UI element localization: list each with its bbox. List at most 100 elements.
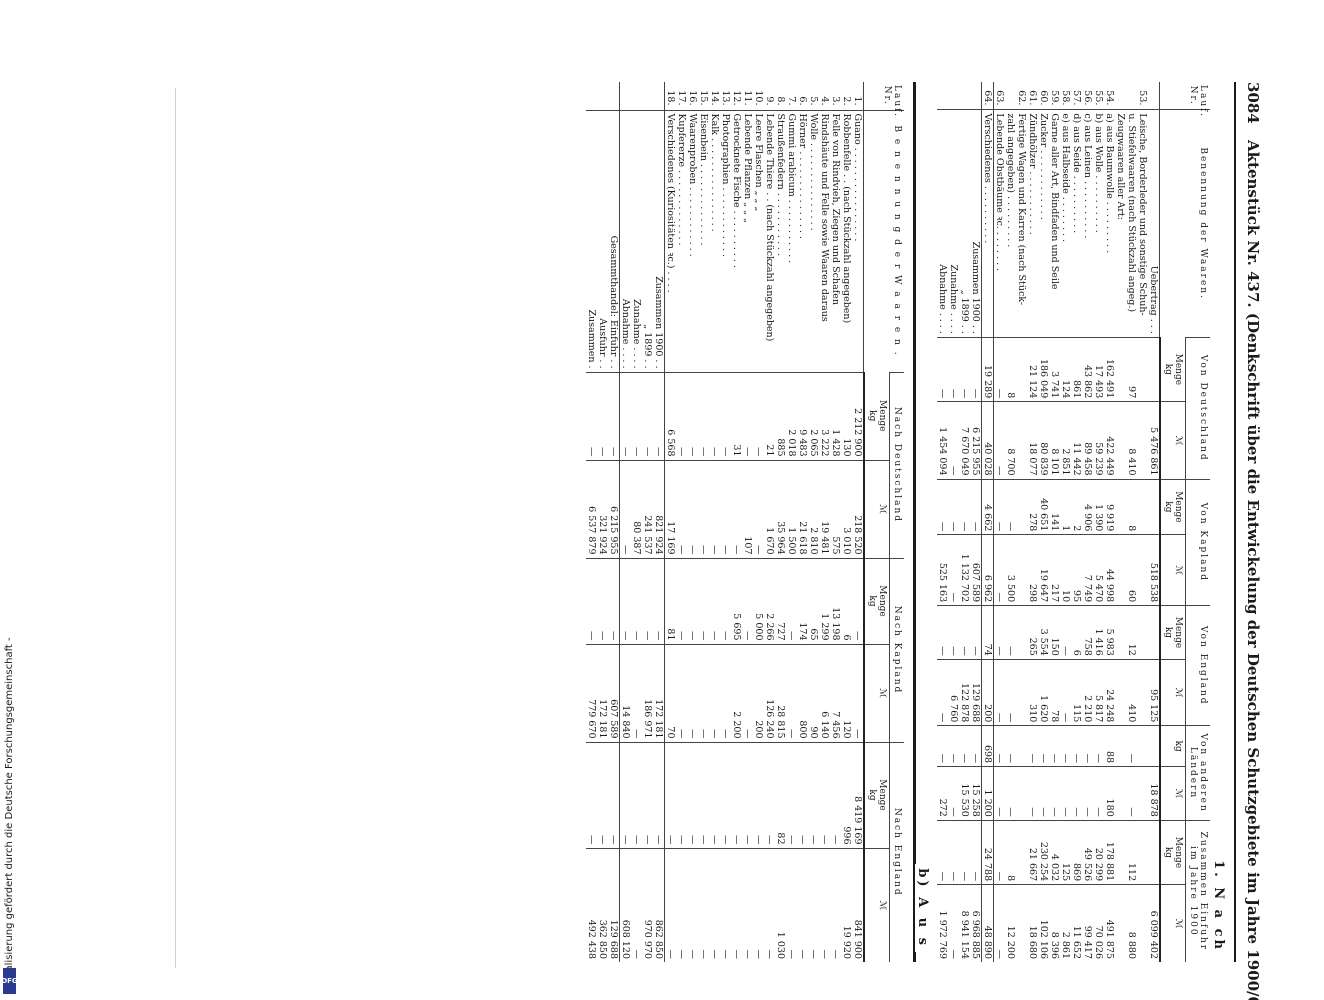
row-value-cell: —	[753, 848, 764, 962]
row-value-cell: 1 620	[1038, 659, 1049, 726]
row-value-cell: —	[948, 534, 959, 606]
row-value-cell: 74	[981, 605, 994, 660]
col-header-mark: ℳ	[864, 848, 890, 962]
table-row: 5.Wolle . . . . . . . . . . . . . . .2 0…	[808, 82, 819, 962]
col-header-mark: ℳ	[1160, 884, 1186, 962]
row-item-name: c) aus Leinen . . . . . . . . . .	[1082, 109, 1093, 338]
row-value-cell: 11 442	[1071, 401, 1082, 480]
table-row: 7.Gummi arabicum . . . . . . . . . . .2 …	[786, 82, 797, 962]
row-value-cell: —	[948, 725, 959, 767]
row-value-cell: 129 688	[970, 659, 982, 726]
row-value-cell: 885	[775, 372, 786, 460]
row-value-cell: 35 964	[775, 460, 786, 558]
row-value-cell: 17 169	[664, 460, 676, 558]
row-value-cell	[1148, 725, 1160, 767]
row-value-cell: 9 919	[1104, 479, 1115, 535]
row-value-cell: —	[1082, 766, 1093, 821]
row-value-cell: 28 815	[775, 644, 786, 742]
row-value-cell: —	[742, 848, 753, 962]
row-number: 62.	[1016, 90, 1027, 106]
row-value-cell: 1 132 702	[959, 534, 970, 606]
row-item-name: Zündhölzer . . . . . . . . . . .	[1027, 109, 1038, 338]
row-value-cell: 125	[1060, 820, 1071, 885]
row-value-cell: —	[808, 848, 819, 962]
col-group-nach-kapland: Nach Kapland	[889, 558, 904, 742]
row-value-cell: 17 493	[1093, 337, 1104, 402]
row-number: 15.	[698, 90, 709, 106]
row-value-cell: —	[597, 742, 608, 848]
row-value-cell: 18 878	[1148, 766, 1160, 821]
row-value-cell: 492 438	[586, 848, 597, 962]
row-item-name: Fertige Wagen und Karren (nach Stück-	[1016, 109, 1027, 338]
row-number: 54.	[1104, 90, 1115, 106]
row-value-cell: 869	[1071, 820, 1082, 885]
table-row: 16.Waarenproben . . . . . . . . . . . .—…	[687, 82, 698, 962]
row-value-cell: —	[687, 372, 698, 460]
row-value-cell: 8	[1005, 337, 1016, 402]
row-value-cell: 178 881	[1104, 820, 1115, 885]
row-value-cell: —	[698, 644, 709, 742]
row-value-cell: —	[586, 742, 597, 848]
row-value-cell: —	[970, 820, 982, 885]
row-value-cell: 6 568	[664, 372, 676, 460]
row-value-cell: 21 667	[1027, 820, 1038, 885]
row-value-cell: —	[653, 372, 665, 460]
row-value-cell: —	[698, 558, 709, 644]
row-value-cell	[1016, 725, 1027, 767]
row-value-cell: —	[753, 742, 764, 848]
row-value-cell: 95 125	[1148, 659, 1160, 726]
row-number: 57.	[1071, 90, 1082, 106]
row-value-cell: 1 500	[786, 460, 797, 558]
row-value-cell: —	[993, 401, 1005, 480]
row-value-cell: —	[698, 848, 709, 962]
row-number: 13.	[720, 90, 731, 106]
row-value-cell: 1	[1060, 479, 1071, 535]
row-value-cell: —	[970, 725, 982, 767]
row-value-cell: 186 971	[642, 644, 653, 742]
row-value-cell: 4 662	[981, 479, 994, 535]
row-value-cell: —	[698, 372, 709, 460]
row-value-cell: 422 449	[1104, 401, 1115, 480]
row-value-cell: —	[959, 605, 970, 660]
table-row: Abnahme . . . .—1 454 094—525 163———272—…	[937, 82, 948, 962]
table-row: Abnahme . . . .———14 840—608 120	[619, 82, 631, 962]
row-value-cell: —	[687, 742, 698, 848]
row-value-cell: —	[642, 372, 653, 460]
row-item-name: Felle von Rindvieh, Ziegen und Schafen	[830, 110, 841, 372]
table-row: 64.Verschiedenes . . . . . . . . . .19 2…	[981, 82, 994, 962]
row-value-cell: —	[753, 372, 764, 460]
row-number: 12.	[731, 90, 742, 106]
row-item-name: Zeugwaaren aller Art:	[1115, 109, 1126, 338]
row-value-cell: 9 483	[797, 372, 808, 460]
page-header: 3084 Aktenstück Nr. 437. (Denkschrift üb…	[1236, 82, 1262, 1000]
row-number: 17.	[676, 90, 687, 106]
row-value-cell: 525 163	[937, 534, 948, 606]
row-item-name: Zusammen 1900 . .	[970, 109, 982, 338]
row-value-cell: —	[619, 372, 631, 460]
row-value-cell	[1115, 659, 1126, 726]
row-value-cell: —	[709, 460, 720, 558]
row-value-cell: —	[1005, 659, 1016, 726]
row-value-cell: —	[676, 460, 687, 558]
row-value-cell: —	[993, 766, 1005, 821]
table-row: 56.c) aus Leinen . . . . . . . . . .43 8…	[1082, 82, 1093, 962]
row-value-cell: 298	[1027, 534, 1038, 606]
rotated-document-page: 3084 Aktenstück Nr. 437. (Denkschrift üb…	[112, 82, 1262, 1000]
row-value-cell: 278	[1027, 479, 1038, 535]
row-number	[1005, 82, 1016, 110]
row-value-cell: 3 741	[1049, 337, 1060, 402]
row-value-cell: 861	[1071, 337, 1082, 402]
row-value-cell: 5 476 861	[1148, 401, 1160, 480]
row-value-cell: —	[993, 479, 1005, 535]
row-value-cell: 14 840	[619, 644, 631, 742]
row-number	[586, 82, 597, 110]
row-value-cell: —	[742, 558, 753, 644]
row-value-cell: 124	[1060, 337, 1071, 402]
row-value-cell: —	[786, 558, 797, 644]
row-value-cell: —	[687, 460, 698, 558]
row-item-name: Kupfererze . . . . . . . . . . . . .	[676, 110, 687, 372]
row-value-cell: 1 972 769	[937, 884, 948, 962]
col-group-von-england: Von England	[1185, 605, 1210, 726]
